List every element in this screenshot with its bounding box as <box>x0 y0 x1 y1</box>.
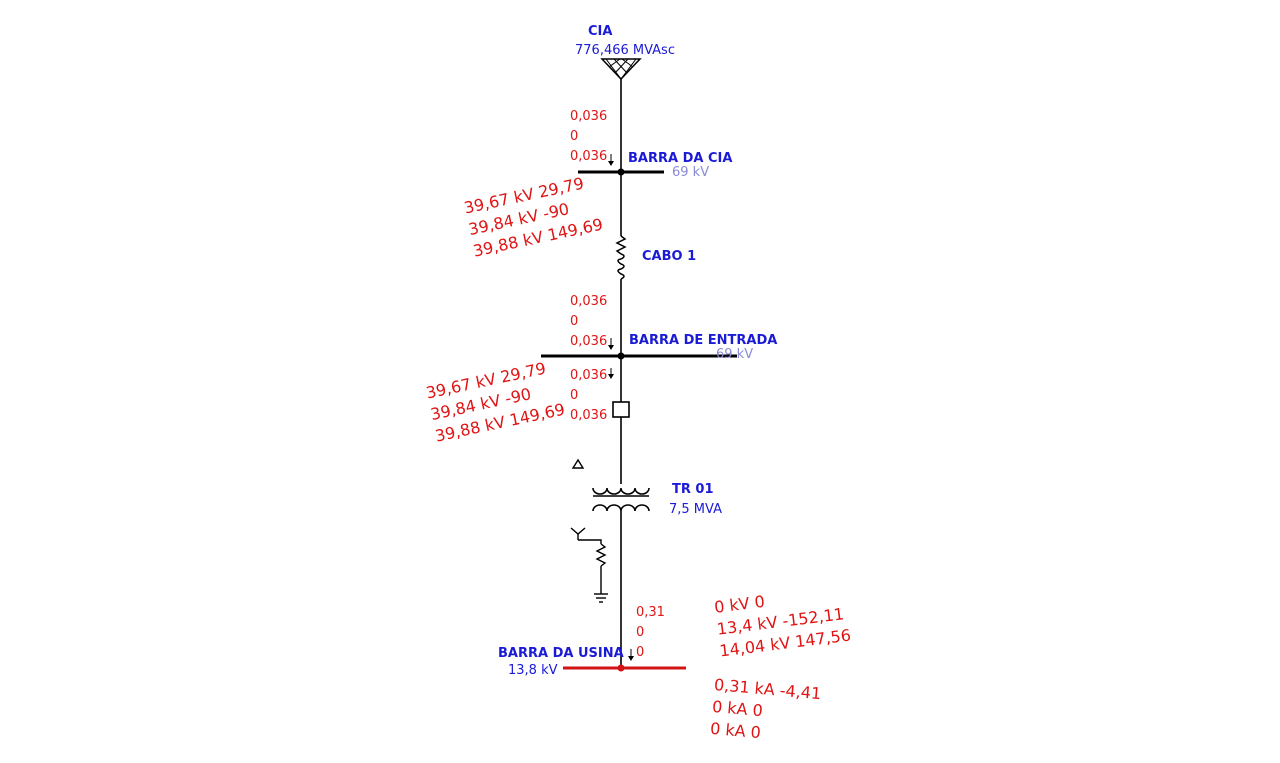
current-value: 0,036 <box>570 334 608 349</box>
current-value: 0,036 <box>570 368 608 383</box>
current-value: 0,036 <box>570 294 608 309</box>
breaker-icon[interactable] <box>612 401 630 418</box>
arrow-down-icon <box>608 368 614 379</box>
current-value: 0,31 <box>636 605 665 620</box>
current-readout-entrada-in: 0,036 0 0,036 <box>570 292 607 352</box>
transformer-icon[interactable] <box>592 487 650 512</box>
bus-voltage-barra-de-entrada: 69 kV <box>716 347 754 362</box>
bus-label-barra-da-cia: BARRA DA CIA <box>628 151 733 166</box>
current-value: 0 <box>570 129 579 144</box>
transformer-name: TR 01 <box>672 482 714 497</box>
bus-node-cia <box>617 168 625 176</box>
arrow-down-icon <box>608 338 614 350</box>
fault-current-readout-usina: 0,31 kA -4,41 0 kA 0 0 kA 0 <box>709 674 822 749</box>
current-value: 0,036 <box>570 109 608 124</box>
bus-voltage-barra-da-usina: 13,8 kV <box>508 663 558 678</box>
current-value: 0,036 <box>570 149 608 164</box>
current-value: 0,036 <box>570 408 608 423</box>
current-value: 0 <box>636 645 645 660</box>
current-readout-cia: 0,036 0 0,036 <box>570 107 607 167</box>
cable-label: CABO 1 <box>642 249 697 264</box>
current-value: 0 <box>570 388 579 403</box>
bus-label-barra-da-usina: BARRA DA USINA <box>498 646 624 661</box>
bus-node-entrada <box>617 352 625 360</box>
transformer-rating: 7,5 MVA <box>669 502 722 517</box>
utility-source-icon[interactable] <box>600 58 642 81</box>
bus-node-usina <box>617 664 625 672</box>
cable-icon[interactable] <box>615 235 627 280</box>
current-readout-usina: 0,31 0 0 <box>636 603 665 663</box>
grounding-resistor-icon <box>570 527 608 603</box>
source-rating: 776,466 MVAsc <box>575 43 675 58</box>
current-readout-entrada-out: 0,036 0 0,036 <box>570 366 607 426</box>
source-name: CIA <box>588 24 613 39</box>
current-value: 0 <box>636 625 645 640</box>
bus-label-barra-de-entrada: BARRA DE ENTRADA <box>629 333 778 348</box>
current-value: 0 <box>570 314 579 329</box>
bus-voltage-barra-da-cia: 69 kV <box>672 165 710 180</box>
arrow-down-icon <box>608 154 614 166</box>
arrow-down-icon <box>628 649 634 661</box>
delta-winding-icon <box>571 458 585 469</box>
